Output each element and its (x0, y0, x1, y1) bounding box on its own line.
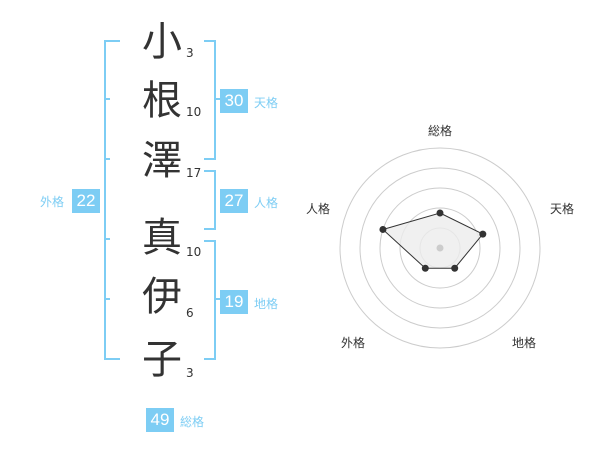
radar-label-jinkaku: 人格 (306, 202, 331, 216)
name-char-3: 澤 (142, 138, 182, 184)
gaikaku-label: 外格 (40, 195, 65, 209)
stroke-count-3: 17 (186, 166, 202, 180)
outer-bracket-tick (104, 98, 110, 100)
radar-points (379, 209, 487, 272)
radar-ring (339, 147, 541, 349)
name-char-4: 真 (142, 215, 182, 261)
tenkaku-bracket (204, 40, 216, 160)
radar-point-soukaku (436, 209, 444, 217)
radar-score-polygon (381, 212, 484, 269)
jinkaku-label: 人格 (254, 196, 279, 210)
radar-ring (399, 207, 481, 289)
radar-label-soukaku: 総格 (428, 124, 453, 138)
radar-ring (379, 187, 501, 309)
radar-ring (359, 167, 521, 329)
jinkaku-badge: 27 (220, 189, 248, 213)
radar-center-dot (436, 244, 444, 252)
radar-label-chikaku: 地格 (512, 336, 537, 350)
radar-point-tenkaku (479, 230, 487, 238)
radar-point-gaikaku (421, 264, 429, 272)
jinkaku-bracket (204, 170, 216, 230)
soukaku-label: 総格 (180, 415, 205, 429)
chikaku-bracket (204, 240, 216, 360)
radar-rings (339, 147, 541, 349)
stroke-count-4: 10 (186, 245, 202, 259)
outer-bracket (104, 40, 120, 360)
outer-bracket-tick (104, 298, 110, 300)
chikaku-bracket-tick (214, 298, 220, 300)
outer-bracket-tick (104, 238, 110, 240)
outer-bracket-tick (104, 158, 110, 160)
stroke-count-5: 6 (186, 306, 194, 320)
stroke-count-6: 3 (186, 366, 194, 380)
tenkaku-bracket-tick (214, 98, 220, 100)
radar-point-jinkaku (379, 225, 387, 233)
name-char-5: 伊 (142, 274, 182, 320)
chikaku-label: 地格 (254, 297, 279, 311)
soukaku-badge: 49 (146, 408, 174, 432)
chikaku-badge: 19 (220, 290, 248, 314)
radar-point-chikaku (451, 264, 459, 272)
stroke-count-1: 3 (186, 46, 194, 60)
name-char-2: 根 (142, 78, 182, 124)
radar-label-gaikaku: 外格 (341, 336, 366, 350)
radar-label-tenkaku: 天格 (550, 202, 575, 216)
tenkaku-label: 天格 (254, 96, 279, 110)
name-char-6: 子 (142, 337, 182, 383)
tenkaku-badge: 30 (220, 89, 248, 113)
name-char-1: 小 (142, 19, 182, 65)
gaikaku-badge: 22 (72, 189, 100, 213)
stroke-count-2: 10 (186, 105, 202, 119)
